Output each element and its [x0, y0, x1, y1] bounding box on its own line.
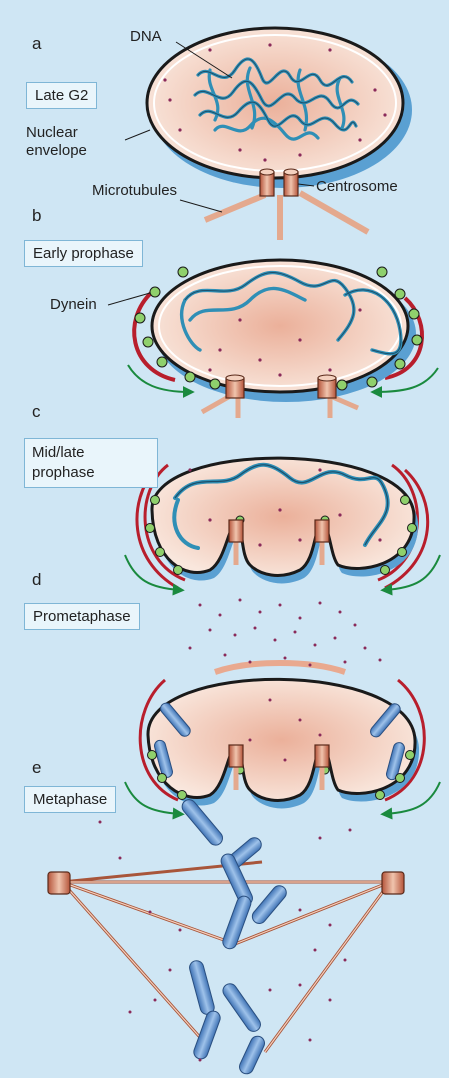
panel-a	[125, 28, 412, 240]
panel-d	[125, 599, 440, 815]
stage-label-prometaphase: Prometaphase	[24, 603, 140, 630]
panel-letter-d: d	[32, 570, 41, 590]
label-dna: DNA	[130, 28, 162, 46]
panel-letter-a: a	[32, 34, 41, 54]
stage-label-late-g2: Late G2	[26, 82, 97, 109]
label-nuclear-envelope: Nuclear envelope	[26, 124, 87, 160]
panel-c	[125, 458, 440, 590]
nucleus-d	[148, 679, 415, 800]
panel-e	[48, 797, 404, 1076]
stage-label-midlate-line1: Mid/late	[32, 443, 150, 463]
label-dynein: Dynein	[50, 296, 97, 314]
panel-letter-b: b	[32, 206, 41, 226]
envelope-pointer	[125, 130, 150, 140]
stage-label-midlate-prophase: Mid/late prophase	[24, 438, 158, 488]
label-microtubules: Microtubules	[92, 182, 177, 200]
label-nuclear-envelope-line1: Nuclear	[26, 124, 87, 142]
panel-letter-e: e	[32, 758, 41, 778]
spindle-e	[62, 862, 390, 1052]
label-nuclear-envelope-line2: envelope	[26, 142, 87, 160]
panel-letter-c: c	[32, 402, 41, 422]
microtubules-a	[205, 193, 368, 240]
stage-label-early-prophase: Early prophase	[24, 240, 143, 267]
label-centrosome: Centrosome	[316, 178, 398, 196]
panel-b	[108, 260, 438, 418]
stage-label-midlate-line2: prophase	[32, 463, 150, 483]
nucleus-c	[152, 458, 414, 575]
microtubules-pointer	[180, 200, 222, 212]
stage-label-metaphase: Metaphase	[24, 786, 116, 813]
